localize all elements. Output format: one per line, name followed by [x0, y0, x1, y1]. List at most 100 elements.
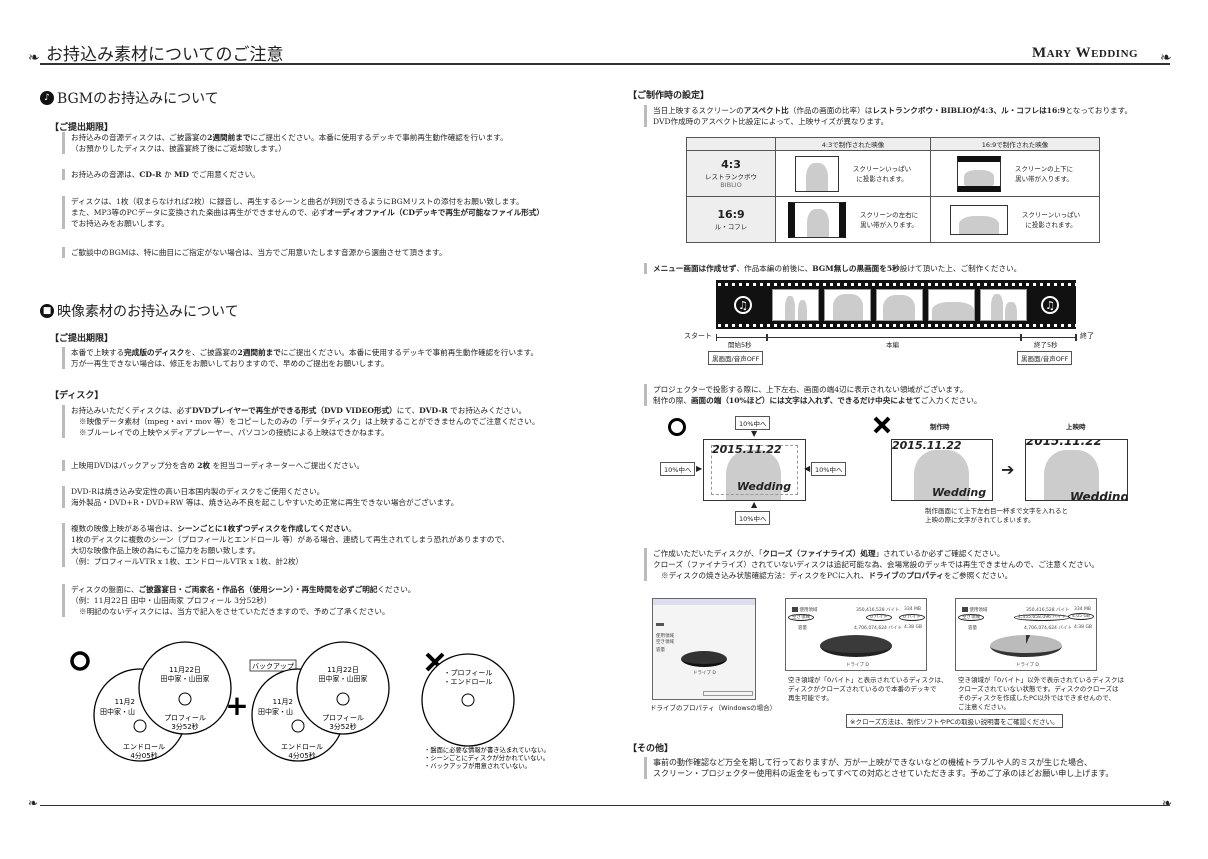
timeline-tick [1075, 334, 1077, 341]
text-line: 大切な映像作品上映の為にもご協力をお願い致します。 [71, 545, 509, 556]
text-run: をご参照ください。 [943, 571, 1013, 580]
open-disc-properties: 使用領域 350,416,528 バイト 334 MB 空き領域 4,355,6… [955, 598, 1097, 671]
caption-line: 空き領域が「0バイト」と表示されているディスクは、 [788, 676, 948, 684]
date-text: 2015.11.22 [892, 439, 962, 452]
text-line: （例：プロフィールVTR x 1枚、エンドロールVTR x 1枚、計2枚） [71, 556, 509, 567]
text-line: お持込みいただくディスクは、必ずDVDプレイヤーで再生ができる形式（DVD VI… [71, 405, 539, 416]
timeline-tick [766, 334, 768, 341]
disc-text: 11月22日 [327, 666, 359, 674]
text-run: （例：プロフィールVTR x 1枚、エンドロールVTR x 1枚、計2枚） [71, 557, 304, 566]
disc-text: 11月22日 [169, 666, 201, 674]
cell-text: スクリーンの上下に 黒い帯が入ります。 [1014, 164, 1074, 183]
emphasis-text: シーンごとに1枚ずつディスクを作成してください [177, 524, 349, 533]
disc-text: 田中家・山 [258, 707, 293, 716]
disc-label: 【ディスク】 [50, 391, 104, 401]
venue-label: ル・コフレ [714, 223, 748, 231]
shown-label: 上映時 [1066, 423, 1086, 431]
safe-frame: 2015.11.22 Wedding [703, 439, 806, 501]
wedding-text: Wedding [1070, 490, 1128, 501]
text-run: ※ディスクの焼き込み状態確認方法：ディスクをPCに入れ、 [661, 571, 869, 580]
properties-caption: ドライブのプロパティ（Windowsの場合） [650, 704, 777, 712]
no-music-icon: ♫ [734, 296, 752, 314]
text-run: を、ご披露宴の [184, 348, 238, 357]
timeline-axis [716, 337, 1076, 338]
venue-label: BIBLIO [720, 181, 742, 189]
emphasis-text: 完成版のディスク [124, 348, 185, 357]
emphasis-text: ご披露宴日・ご両家名・作品名（使用シーン）・再生時間を必ずご明記 [138, 585, 378, 594]
text-run: 」されているか必ずご確認ください。 [875, 549, 1005, 558]
emphasis-text: アスペクト比 [743, 106, 789, 115]
text-line: 複数の映像上映がある場合は、シーンごとに1枚ずつディスクを作成してください。 [71, 523, 509, 534]
bgm-block: ご歓談中のBGMは、特に曲目にご指定がない場合は、当方でご用意いたします音源から… [62, 247, 447, 258]
text-line: ※映像データ素材（mpeg・avi・mov 等）をコピーしたのみの「データディス… [71, 416, 539, 427]
text-run: DVD-Rは焼き込み安定性の高い日本国内製のディスクをご使用ください。 [71, 487, 325, 496]
text-line: （お預かりしたディスクは、披露宴終了後にご返却致します。） [71, 143, 508, 154]
inward-label-bottom: 10%中へ [735, 511, 771, 525]
bgm-block: ディスクは、1枚（収まらなければ2枚）に録音し、再生するシーンと曲名が判別できる… [62, 196, 544, 229]
inward-label-top: 10%中へ [735, 416, 771, 430]
no-music-icon: ♫ [1041, 296, 1059, 314]
cell-text: スクリーンいっぱい に投影されます。 [1021, 210, 1081, 229]
prop-free: 空き領域 [656, 640, 674, 645]
black-screen-box: 黒画面/音声OFF [1017, 351, 1073, 365]
text-line: ※ブルーレイでの上映やメディアプレーヤー、パソコンの接続による上映はできかねます… [71, 427, 539, 438]
prop-capacity-bytes: 4,706,074,624 バイト [854, 626, 902, 631]
timeline-open: 開始5秒 [728, 341, 752, 349]
text-run: 大切な映像作品上映の為にもご協力をお願い致します。 [71, 546, 261, 555]
prop-free: 空き領域 [958, 614, 984, 621]
emphasis-text: 2週間前まで [207, 133, 251, 142]
disc-text: プロフィール [322, 714, 364, 722]
ratio-label: 4:3 [721, 158, 741, 171]
prop-free-size: 0 バイト [899, 614, 925, 621]
prop-used-bytes: 350,416,528 バイト [1026, 608, 1070, 613]
text-run: また、MP3等のPCデータに変換された楽曲は再生ができませんので、必ず [71, 208, 327, 217]
film-frame [928, 289, 975, 321]
disc-text: エンドロール [123, 743, 165, 751]
ng-caption: 上映の際に文字がきれてしまいます。 [925, 516, 1035, 524]
date-text: 2015.11.22 [712, 443, 782, 456]
plus-icon: + [225, 689, 248, 722]
text-run: （作品の画面の比率）は [788, 106, 873, 115]
arrow-down-icon: ▼ [751, 429, 758, 438]
pie-chart-full [820, 635, 892, 657]
text-run: でお持込みをお願いします。 [71, 219, 169, 228]
text-line: 事前の動作確認など万全を期して行っておりますが、万が一上映ができないなどの機械ト… [653, 757, 1113, 768]
caption-line: 空き領域が「0バイト」以外で表示されているディスクは [958, 676, 1124, 684]
ng-reason: ・バックアップが用意されていない。 [424, 761, 531, 770]
text-run: にご提出ください。本番に使用するデッキで事前再生動作確認を行います。 [280, 348, 539, 357]
text-line: 1枚のディスクに複数のシーン（プロフィールとエンドロール 等）がある場合、連続し… [71, 534, 509, 545]
prop-free: 空き領域 [788, 614, 814, 621]
text-line: （例：11月22日 田中・山田両家 プロフィール 3分52秒） [71, 595, 415, 606]
disc-text: 田中家・山田家 [319, 674, 368, 683]
text-run: にご提出ください。本番に使用するデッキで事前再生動作確認を行います。 [250, 133, 508, 142]
closed-caption: 空き領域が「0バイト」と表示されているディスクは、 ディスクがクローズされている… [788, 676, 948, 703]
disc-text: 11月2 [273, 698, 293, 706]
disc-text: 3分52秒 [171, 722, 198, 731]
made-label: 制作時 [930, 423, 950, 431]
text-run: クローズ（ファイナライズ）されていないディスクは追記可能な為、会場常設のデッキで… [653, 560, 1099, 569]
inward-label-right: 10%中へ [811, 462, 847, 476]
cell-text: スクリーンいっぱい に投影されます。 [852, 164, 912, 183]
text-line: 万が一再生できない場合は、修正をお願いしておりますので、早めのご提出をお願いしま… [71, 358, 538, 369]
ok-mark-icon [70, 651, 90, 671]
text-line: DVD作成時のアスペクト比設定によって、上映サイズが異なります。 [653, 116, 1132, 127]
thumbnail-pillarbox [787, 201, 846, 238]
emphasis-text: DVD-R [419, 406, 448, 415]
disc-text: 11月2 [115, 698, 135, 706]
other-label: 【その他】 [628, 744, 674, 754]
table-corner [686, 137, 776, 151]
disc-text: ・エンドロール [444, 678, 493, 686]
text-line: 制作の際、画面の端（10%ほど）には文字は入れず、できるだけ中央によせてご入力く… [653, 395, 981, 406]
col-header: 16:9で制作された映像 [930, 137, 1100, 151]
wedding-text: Wedding [737, 480, 792, 493]
emphasis-text: 2週間前まで [237, 348, 281, 357]
text-run: 本番で上映する [71, 348, 125, 357]
text-run: （例：11月22日 田中・山田両家 プロフィール 3分52秒） [71, 596, 272, 605]
prop-drive: ドライブ D [1016, 663, 1039, 668]
venue-label: レストランクボウ [705, 173, 757, 181]
emphasis-text: 画面の端（10%ほど）には文字は入れず、できるだけ中央によせて [690, 396, 921, 405]
backup-label: バックアップ [252, 663, 294, 671]
emphasis-text: オーディオファイル（CDデッキで再生が可能なファイル形式） [326, 208, 545, 217]
video-camera-icon: ■ [40, 304, 54, 318]
